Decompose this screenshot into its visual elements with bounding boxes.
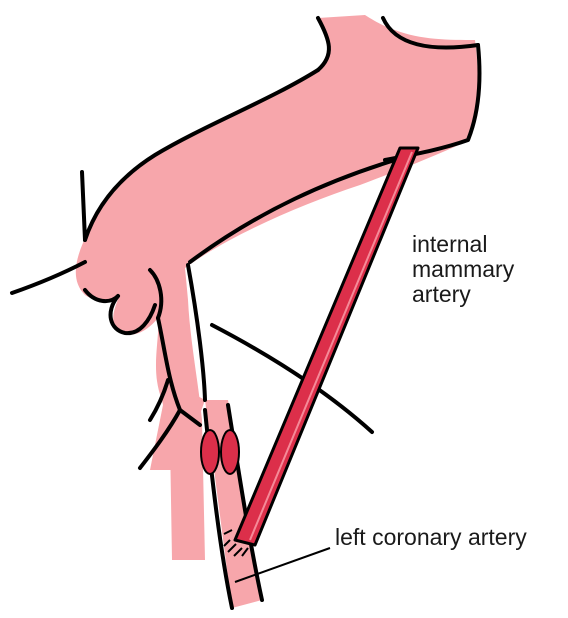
- internal-mammary-label-line-3: artery: [412, 281, 471, 307]
- left-coronary-label: left coronary artery: [335, 524, 527, 550]
- internal-mammary-label-line-2: mammary: [412, 256, 515, 282]
- far-left-outline: [12, 262, 85, 293]
- left-stub-outline: [82, 172, 85, 240]
- internal-mammary-label-line-1: internal: [412, 231, 487, 257]
- internal-mammary-label: internal mammary artery: [412, 231, 521, 307]
